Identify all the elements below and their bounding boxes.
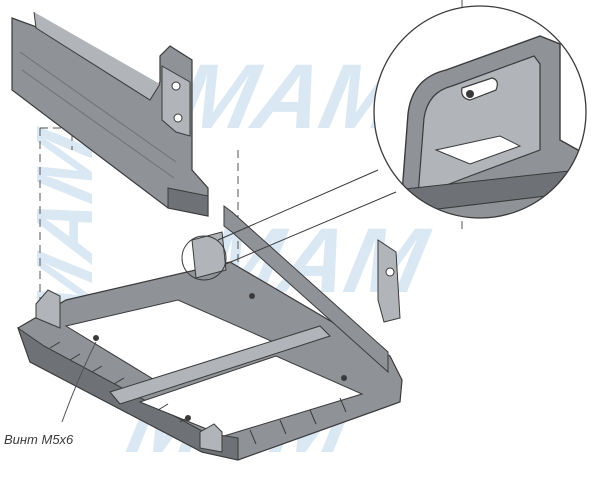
tray-right-bracket-hole xyxy=(385,267,395,277)
connector-line-bottom xyxy=(225,191,397,265)
callout-leader xyxy=(61,341,97,423)
screw-hole-3 xyxy=(341,375,347,381)
rail-top-edge xyxy=(33,11,161,101)
tray-center-clip xyxy=(191,231,227,279)
detail-notch xyxy=(434,135,522,165)
tray-left-bracket xyxy=(35,289,61,329)
lower-tray xyxy=(17,205,403,461)
rail-bracket-hole-top xyxy=(171,81,181,91)
screw-hole-4 xyxy=(185,415,191,421)
connector-line-top xyxy=(217,169,379,241)
watermark-text-upper: MAM xyxy=(169,45,413,148)
tray-opening-right xyxy=(138,355,364,437)
screw-hole-2 xyxy=(249,293,255,299)
tray-front-bracket xyxy=(199,423,223,453)
rail-bracket-hole-bottom xyxy=(173,113,183,123)
screw-callout: Винт М5х6 xyxy=(4,341,97,447)
focus-circle xyxy=(181,235,227,281)
screw-hole-1 xyxy=(93,335,99,341)
detail-magnifier xyxy=(373,5,587,219)
tray-cross-beam xyxy=(109,325,331,405)
rail-bracket xyxy=(161,65,191,137)
tray-right-bracket xyxy=(377,239,401,323)
rail-inner-groove xyxy=(19,51,177,179)
detail-circle-outline xyxy=(373,5,587,219)
callout-label: Винт М5х6 xyxy=(4,432,74,447)
detail-connector xyxy=(181,169,397,281)
rail-end-cap xyxy=(167,187,209,217)
detail-screw-hole xyxy=(466,90,474,98)
detail-bracket-face xyxy=(417,55,541,197)
upper-side-rail xyxy=(11,11,209,217)
